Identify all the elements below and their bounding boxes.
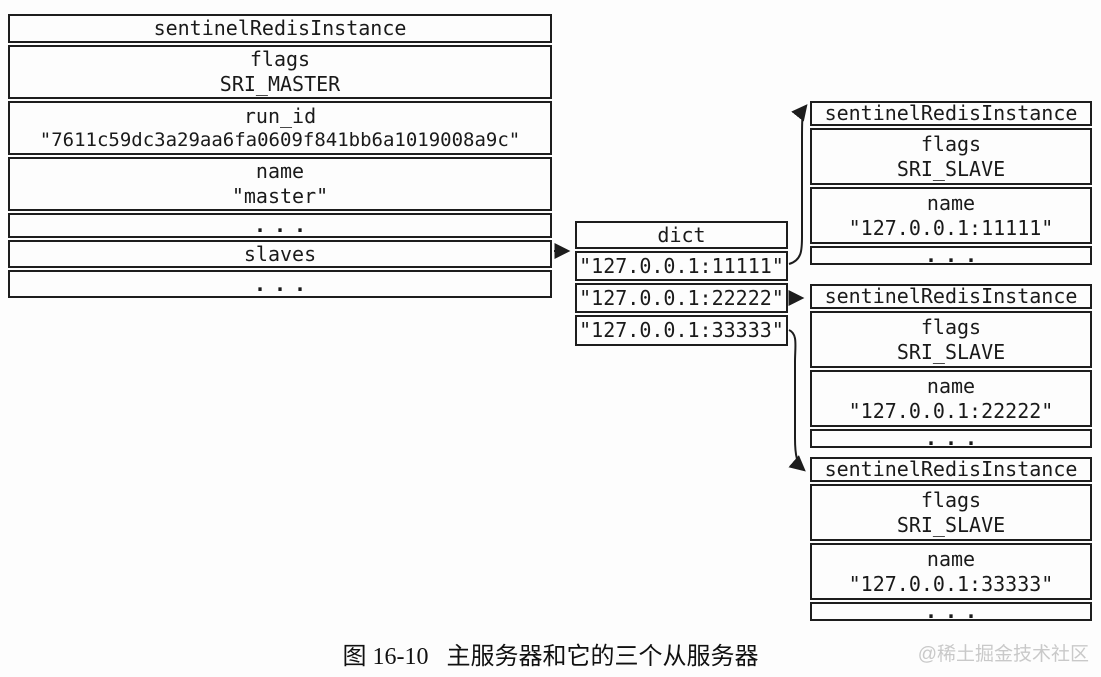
field-label: run_id — [243, 103, 317, 128]
dict-entry-row: "127.0.0.1:33333" — [575, 315, 788, 346]
slave-name-field: name "127.0.0.1:22222" — [810, 370, 1092, 427]
field-value: SRI_SLAVE — [896, 512, 1006, 537]
figure-caption: 图 16-10 主服务器和它的三个从服务器 — [342, 644, 759, 670]
master-box-title: sentinelRedisInstance — [8, 14, 552, 43]
slave-box-title: sentinelRedisInstance — [810, 284, 1092, 309]
slave-ellipsis-row: ... — [810, 246, 1092, 265]
slave-box-title: sentinelRedisInstance — [810, 457, 1092, 482]
slave-box-title: sentinelRedisInstance — [810, 101, 1092, 126]
field-label: flags — [920, 487, 982, 512]
field-label: name — [255, 159, 305, 183]
field-value: "127.0.0.1:22222" — [848, 398, 1054, 423]
arrow-dict-entry1-to-slave1 — [788, 104, 808, 265]
dict-box-title: dict — [575, 221, 788, 249]
slave-flags-field: flags SRI_SLAVE — [810, 484, 1092, 541]
field-label: flags — [920, 131, 982, 156]
slave-name-field: name "127.0.0.1:11111" — [810, 187, 1092, 244]
slave-ellipsis-row: ... — [810, 429, 1092, 448]
field-label: name — [926, 373, 976, 398]
field-value: "7611c59dc3a29aa6fa0609f841bb6a1019008a9… — [39, 128, 521, 151]
slave-instance-box-3: sentinelRedisInstance flags SRI_SLAVE na… — [810, 457, 1092, 621]
slave-flags-field: flags SRI_SLAVE — [810, 128, 1092, 185]
slaves-dict-box: dict "127.0.0.1:11111" "127.0.0.1:22222"… — [575, 221, 788, 346]
dict-entry-row: "127.0.0.1:22222" — [575, 283, 788, 313]
field-label: flags — [249, 47, 311, 71]
slave-flags-field: flags SRI_SLAVE — [810, 311, 1092, 368]
field-value: "127.0.0.1:33333" — [848, 571, 1054, 596]
master-ellipsis-row: ... — [8, 270, 552, 298]
master-slaves-field: slaves — [8, 240, 552, 268]
master-run-id-field: run_id "7611c59dc3a29aa6fa0609f841bb6a10… — [8, 101, 552, 155]
slave-instance-box-1: sentinelRedisInstance flags SRI_SLAVE na… — [810, 101, 1092, 265]
field-value: SRI_SLAVE — [896, 156, 1006, 181]
arrow-dict-entry3-to-slave3 — [788, 329, 806, 472]
field-label: name — [926, 190, 976, 215]
field-label: name — [926, 546, 976, 571]
watermark-text: @稀土掘金技术社区 — [917, 644, 1089, 665]
field-value: SRI_MASTER — [219, 72, 341, 96]
field-value: "master" — [231, 184, 329, 208]
slave-name-field: name "127.0.0.1:33333" — [810, 543, 1092, 600]
field-value: "127.0.0.1:11111" — [848, 215, 1054, 240]
slave-ellipsis-row: ... — [810, 602, 1092, 621]
dict-entry-row: "127.0.0.1:11111" — [575, 251, 788, 281]
master-flags-field: flags SRI_MASTER — [8, 45, 552, 99]
field-label: flags — [920, 314, 982, 339]
master-ellipsis-row: ... — [8, 213, 552, 238]
master-name-field: name "master" — [8, 157, 552, 211]
field-value: SRI_SLAVE — [896, 339, 1006, 364]
slave-instance-box-2: sentinelRedisInstance flags SRI_SLAVE na… — [810, 284, 1092, 448]
master-instance-box: sentinelRedisInstance flags SRI_MASTER r… — [8, 14, 552, 298]
